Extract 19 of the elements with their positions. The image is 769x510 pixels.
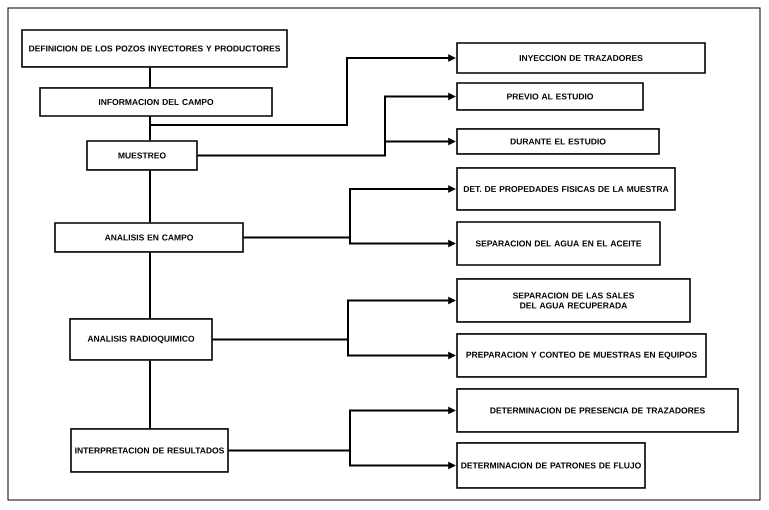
process-box: ANALISIS RADIOQUIMICO [69, 318, 213, 361]
connector [149, 252, 151, 318]
connector [149, 170, 151, 222]
process-box: DURANTE EL ESTUDIO [456, 128, 660, 155]
process-box: PREVIO AL ESTUDIO [456, 82, 644, 111]
connector [149, 68, 151, 88]
process-box: PREPARACION Y CONTEO DE MUESTRAS EN EQUIPOS [456, 333, 707, 378]
process-box: DETERMINACION DE PATRONES DE FLUJO [456, 442, 646, 489]
process-box: INFORMACION DEL CAMPO [39, 87, 273, 117]
process-box: MUESTREO [86, 140, 198, 171]
process-box: DET. DE PROPEDADES FISICAS DE LA MUESTRA [456, 167, 676, 211]
process-box: DEFINICION DE LOS POZOS INYECTORES Y PRODUCTORES [21, 29, 288, 68]
process-box: DETERMINACION DE PRESENCIA DE TRAZADORES [456, 388, 739, 433]
process-box: INYECCION DE TRAZADORES [456, 42, 706, 74]
process-box: INTERPRETACION DE RESULTADOS [70, 428, 229, 473]
process-box: ANALISIS EN CAMPO [54, 222, 244, 253]
process-box: SEPARACION DE LAS SALES DEL AGUA RECUPERADA [456, 278, 691, 323]
process-box: SEPARACION DEL AGUA EN EL ACEITE [456, 221, 661, 266]
connector [149, 360, 151, 428]
